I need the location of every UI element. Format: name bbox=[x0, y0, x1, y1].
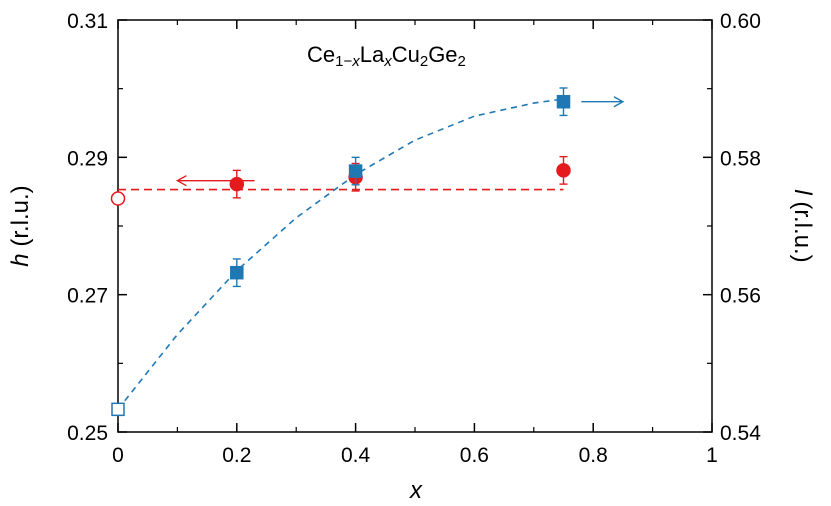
data-point-square bbox=[556, 94, 571, 109]
y-left-tick-label: 0.25 bbox=[67, 422, 108, 445]
y-right-tick-label: 0.56 bbox=[720, 285, 761, 308]
y-left-ticks: 0.25 0.27 0.29 0.31 bbox=[67, 10, 127, 445]
plot-axes bbox=[117, 19, 713, 433]
arrow-right-icon bbox=[613, 96, 625, 108]
y-right-ticks: 0.54 0.56 0.58 0.60 bbox=[703, 10, 761, 445]
y-right-tick-label: 0.58 bbox=[720, 147, 761, 170]
x-tick-label: 1 bbox=[706, 444, 718, 467]
data-point-circle bbox=[229, 176, 245, 192]
data-point-circle bbox=[556, 163, 571, 178]
fit-line-l bbox=[117, 98, 564, 410]
y-right-axis-label: l (r.l.u.) bbox=[789, 189, 816, 262]
fit-lines bbox=[117, 98, 564, 410]
data-points bbox=[110, 87, 571, 417]
data-point-circle bbox=[110, 191, 126, 206]
x-tick-label: 0.8 bbox=[579, 444, 608, 467]
plot-frame bbox=[117, 19, 713, 433]
axis-arrows bbox=[175, 96, 625, 187]
y-left-tick-label: 0.31 bbox=[67, 10, 108, 33]
y-left-axis-label: h (r.l.u.) bbox=[7, 185, 34, 266]
x-ticks: 0 0.2 0.4 0.6 0.8 1 bbox=[112, 20, 718, 467]
y-right-tick-label: 0.60 bbox=[720, 10, 761, 33]
arrow-left-icon bbox=[175, 175, 187, 187]
data-point-square bbox=[230, 265, 244, 280]
x-axis-label: x bbox=[409, 477, 423, 504]
x-tick-label: 0 bbox=[112, 444, 124, 467]
x-tick-label: 0.6 bbox=[460, 444, 489, 467]
data-point-square bbox=[111, 402, 125, 417]
y-left-tick-label: 0.27 bbox=[67, 285, 108, 308]
x-tick-label: 0.2 bbox=[222, 444, 251, 467]
data-point-square bbox=[348, 164, 363, 178]
x-tick-label: 0.4 bbox=[341, 444, 371, 467]
y-right-tick-label: 0.54 bbox=[720, 422, 761, 445]
chart-title: Ce1−xLaxCu2Ge2 bbox=[307, 42, 466, 70]
y-left-tick-label: 0.29 bbox=[67, 147, 108, 170]
